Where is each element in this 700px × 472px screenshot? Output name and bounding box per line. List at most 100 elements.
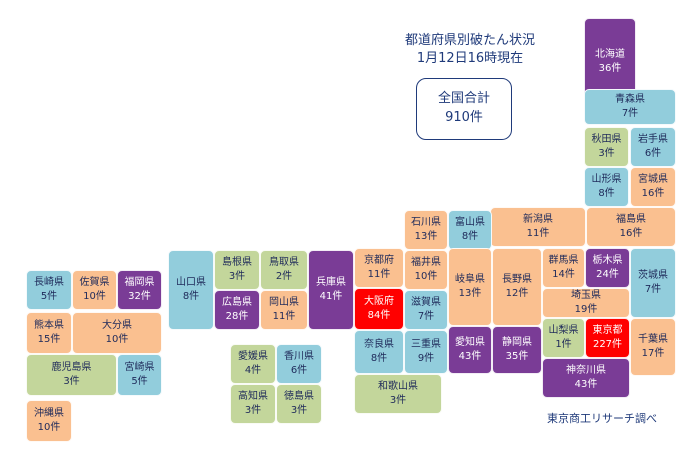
prefecture-name: 奈良県 [364, 339, 394, 350]
prefecture-hyogo: 兵庫県 41件 [308, 250, 354, 330]
prefecture-count: 16件 [641, 188, 665, 199]
title-line-2: 1月12日16時現在 [416, 51, 524, 66]
prefecture-name: 青森県 [615, 94, 645, 105]
prefecture-name: 静岡県 [502, 337, 532, 348]
prefecture-count: 11件 [367, 269, 391, 280]
prefecture-name: 三重県 [411, 339, 441, 350]
prefecture-kyoto: 京都府 11件 [354, 248, 404, 288]
prefecture-count: 3件 [244, 405, 262, 416]
prefecture-kanagawa: 神奈川県 43件 [542, 358, 630, 398]
prefecture-mie: 三重県 9件 [404, 330, 448, 374]
prefecture-count: 10件 [83, 291, 106, 302]
prefecture-count: 19件 [574, 304, 598, 315]
prefecture-ehime: 愛媛県 4件 [230, 344, 276, 384]
prefecture-yamagata: 山形県 8件 [584, 167, 629, 207]
prefecture-name: 神奈川県 [566, 365, 606, 376]
prefecture-name: 岩手県 [638, 134, 668, 145]
prefecture-shimane: 島根県 3件 [214, 250, 260, 290]
prefecture-count: 8件 [461, 231, 479, 242]
prefecture-count: 8件 [370, 353, 388, 364]
prefecture-count: 11件 [272, 311, 296, 322]
prefecture-count: 11件 [526, 228, 550, 239]
prefecture-name: 福島県 [616, 214, 646, 225]
prefecture-name: 沖縄県 [34, 408, 64, 419]
prefecture-name: 京都府 [364, 255, 394, 266]
prefecture-name: 山梨県 [548, 325, 579, 336]
prefecture-name: 熊本県 [34, 320, 64, 331]
prefecture-count: 6件 [290, 365, 308, 376]
prefecture-name: 群馬県 [548, 255, 579, 266]
prefecture-count: 10件 [37, 422, 61, 433]
national-total-box: 全国合計 910件 [416, 78, 512, 140]
prefecture-count: 10件 [105, 334, 129, 345]
national-total-label: 全国合計 [437, 91, 490, 106]
prefecture-count: 43件 [574, 379, 598, 390]
prefecture-count: 13件 [458, 288, 482, 299]
prefecture-name: 広島県 [222, 297, 252, 308]
prefecture-name: 香川県 [284, 351, 314, 362]
prefecture-kumamoto: 熊本県 15件 [26, 312, 72, 354]
prefecture-count: 12件 [505, 288, 529, 299]
prefecture-count: 8件 [182, 291, 200, 302]
prefecture-niigata: 新潟県 11件 [490, 207, 586, 247]
prefecture-count: 3件 [228, 271, 246, 282]
prefecture-name: 兵庫県 [316, 277, 346, 288]
prefecture-gifu: 岐阜県 13件 [448, 248, 492, 326]
prefecture-fukushima: 福島県 16件 [586, 207, 676, 247]
prefecture-count: 17件 [641, 348, 665, 359]
prefecture-name: 和歌山県 [378, 381, 418, 392]
prefecture-name: 大分県 [102, 320, 132, 331]
prefecture-name: 鳥取県 [269, 257, 299, 268]
prefecture-name: 宮崎県 [124, 362, 155, 373]
prefecture-count: 13件 [414, 231, 438, 242]
prefecture-name: 愛媛県 [238, 351, 268, 362]
prefecture-count: 4件 [244, 365, 262, 376]
prefecture-count: 7件 [621, 108, 639, 119]
prefecture-name: 北海道 [595, 49, 625, 60]
prefecture-name: 福井県 [411, 257, 441, 268]
prefecture-count: 9件 [417, 353, 435, 364]
prefecture-saga: 佐賀県 10件 [72, 270, 117, 310]
prefecture-ibaraki: 茨城県 7件 [630, 248, 676, 318]
prefecture-count: 15件 [37, 334, 61, 345]
prefecture-name: 島根県 [222, 257, 252, 268]
map-title: 都道府県別破たん状況 1月12日16時現在 [380, 32, 560, 68]
prefecture-oita: 大分県 10件 [72, 312, 162, 354]
prefecture-count: 6件 [644, 148, 662, 159]
prefecture-count: 35件 [505, 351, 529, 362]
national-total-value: 910件 [445, 110, 483, 125]
prefecture-name: 長崎県 [34, 277, 64, 288]
prefecture-count: 227件 [592, 339, 623, 350]
prefecture-name: 岐阜県 [455, 274, 485, 285]
prefecture-name: 栃木県 [592, 255, 623, 266]
prefecture-count: 8件 [598, 188, 615, 199]
prefecture-count: 5件 [40, 291, 58, 302]
prefecture-name: 茨城県 [638, 270, 668, 281]
prefecture-count: 84件 [367, 310, 391, 321]
prefecture-count: 7件 [644, 284, 662, 295]
prefecture-count: 3件 [63, 376, 80, 387]
prefecture-name: 山形県 [591, 174, 622, 185]
prefecture-name: 佐賀県 [79, 277, 110, 288]
prefecture-count: 41件 [319, 291, 343, 302]
prefecture-count: 3件 [598, 148, 615, 159]
prefecture-name: 新潟県 [523, 214, 553, 225]
prefecture-count: 16件 [619, 228, 643, 239]
prefecture-count: 1件 [555, 339, 572, 350]
